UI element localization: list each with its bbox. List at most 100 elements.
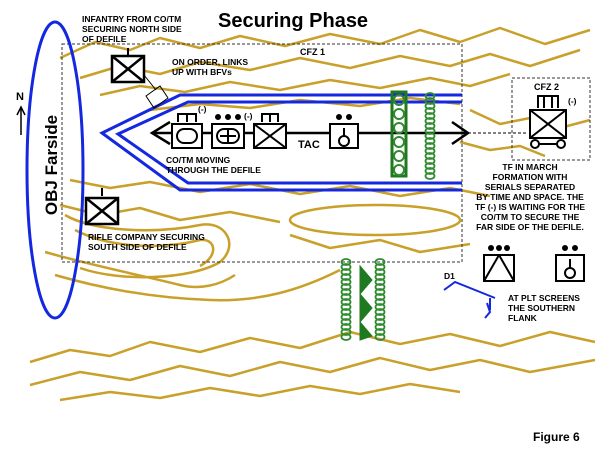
- wire-coil: [424, 142, 436, 150]
- wire-coil: [340, 323, 352, 331]
- d1-label: D1: [444, 271, 455, 281]
- contour-south-west-2: [74, 228, 215, 268]
- wire-coil: [424, 172, 436, 180]
- mech-size-indicator: (-): [244, 111, 253, 121]
- wire-coil: [424, 102, 436, 110]
- wire-coil: [424, 147, 436, 155]
- wire-coil: [424, 92, 436, 100]
- wire-coil: [340, 258, 352, 266]
- tf-march-annotation: TF IN MARCH FORMATION WITH SERIALS SEPAR…: [474, 162, 585, 232]
- contour-south-1: [29, 330, 596, 364]
- wire-coil: [340, 278, 352, 286]
- contour-north-3: [99, 72, 511, 97]
- cfz2-size-indicator: (-): [568, 96, 577, 106]
- wire-coil: [374, 273, 386, 281]
- axis-arrow-west: [149, 120, 171, 146]
- cfz1-label: CFZ 1: [300, 47, 326, 57]
- wire-coil: [374, 258, 386, 266]
- route-lower: [114, 100, 462, 185]
- wire-coil: [340, 328, 352, 336]
- wire-south-left: [340, 258, 352, 341]
- obstacle-ring: [393, 164, 405, 176]
- contour-north-4: [149, 96, 461, 112]
- cfz1-box: [61, 43, 463, 263]
- defile-route: [99, 93, 462, 192]
- contour-south-mid: [289, 233, 471, 254]
- wire-coil: [424, 132, 436, 140]
- artillery-unit-symbol: [329, 114, 359, 149]
- wire-coil: [340, 318, 352, 326]
- infantry-north-symbol: [110, 48, 146, 84]
- wire-coil: [340, 263, 352, 271]
- obstacle-ring: [393, 122, 405, 134]
- mech-unit-symbol: [211, 114, 245, 149]
- wire-north: [424, 92, 436, 180]
- wire-coil: [374, 318, 386, 326]
- tac-label: TAC: [298, 139, 320, 151]
- contour-east-2: [459, 140, 546, 158]
- screen-line-d1: [443, 280, 496, 319]
- contour-north-1: [59, 26, 591, 60]
- cfz2-unit-symbol: [529, 95, 567, 149]
- wire-coil: [374, 288, 386, 296]
- wire-coil: [374, 323, 386, 331]
- contour-north-2: [79, 48, 581, 80]
- wire-coil: [424, 112, 436, 120]
- obstacle-ring: [393, 108, 405, 120]
- wire-coil: [374, 263, 386, 271]
- obstacle-ring: [393, 136, 405, 148]
- wire-coil: [340, 283, 352, 291]
- cfz2-label: CFZ 2: [534, 82, 560, 92]
- co-moving-annotation: CO/TM MOVING THROUGH THE DEFILE: [166, 155, 261, 175]
- at-platoon-symbol: [483, 245, 515, 282]
- wire-coil: [340, 333, 352, 341]
- contour-south-west-4: [54, 268, 341, 302]
- page-title: Securing Phase: [218, 10, 369, 32]
- wire-coil: [374, 293, 386, 301]
- wire-coil: [424, 137, 436, 145]
- obstacle-ring: [393, 150, 405, 162]
- contour-south-3: [59, 382, 461, 402]
- obstacle-ring: [393, 94, 405, 106]
- wire-coil: [424, 152, 436, 160]
- wire-coil: [424, 122, 436, 130]
- wire-coil: [424, 157, 436, 165]
- wire-coil: [374, 333, 386, 341]
- north-label: N: [16, 91, 24, 103]
- obstacle-south: [340, 258, 386, 341]
- wire-coil: [340, 298, 352, 306]
- contour-south-west-3: [44, 250, 236, 289]
- wire-coil: [424, 117, 436, 125]
- armor-size-indicator: (-): [198, 104, 207, 114]
- figure-label: Figure 6: [533, 430, 580, 444]
- tank-ditch: [359, 264, 373, 341]
- wire-coil: [374, 313, 386, 321]
- links-up-annotation: ON ORDER, LINKS UP WITH BFVs: [172, 57, 249, 77]
- contour-lake: [288, 203, 462, 237]
- wire-coil: [374, 303, 386, 311]
- obstacle-north: [390, 90, 436, 180]
- armor-unit-symbol: [171, 113, 203, 149]
- infantry-unit-symbol: [253, 113, 287, 149]
- route-upper: [99, 93, 462, 192]
- wire-coil: [374, 298, 386, 306]
- wire-coil: [340, 268, 352, 276]
- wire-coil: [374, 308, 386, 316]
- wire-coil: [340, 273, 352, 281]
- wire-coil: [374, 328, 386, 336]
- wire-coil: [424, 167, 436, 175]
- rifle-company-symbol: [84, 188, 120, 226]
- wire-south-right: [374, 258, 386, 341]
- objective-label: OBJ Farside: [42, 114, 61, 216]
- wire-coil: [340, 313, 352, 321]
- rifle-company-annotation: RIFLE COMPANY SECURING SOUTH SIDE OF DEF…: [88, 232, 205, 252]
- wire-coil: [424, 162, 436, 170]
- wire-coil: [424, 107, 436, 115]
- wire-coil: [340, 308, 352, 316]
- wire-coil: [374, 283, 386, 291]
- wire-coil: [340, 288, 352, 296]
- wire-coil: [374, 268, 386, 276]
- infantry-north-annotation: INFANTRY FROM CO/TM SECURING NORTH SIDE …: [82, 14, 182, 44]
- north-arrow: [16, 105, 26, 135]
